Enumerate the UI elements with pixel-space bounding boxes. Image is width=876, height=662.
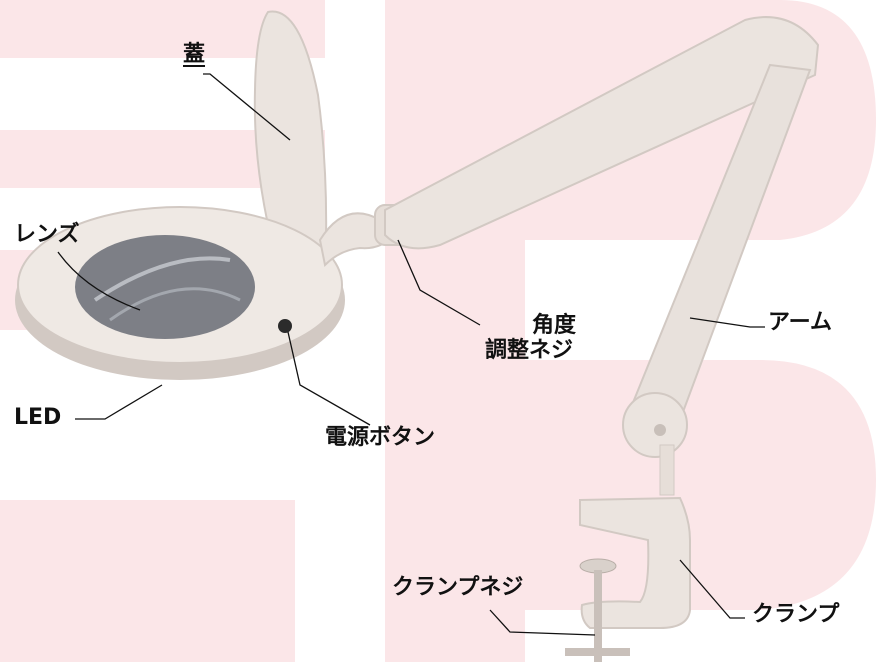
leader-arm [689,317,765,328]
label-lid: 蓋 [183,42,206,67]
power-button-shape [278,319,292,333]
leader-led [75,384,163,420]
label-led: LED [14,405,62,430]
upper-arm [384,16,820,250]
label-arm: アーム [768,310,833,335]
label-clamp-screw: クランプネジ [392,575,524,600]
leader-clamp [679,559,745,619]
label-angle-screw-line2: 調整ネジ [485,338,574,363]
clamp-shape [579,496,691,629]
label-power-button: 電源ボタン [325,425,436,450]
label-clamp: クランプ [752,602,840,627]
leader-angle-screw [397,239,481,326]
lens-shape [75,235,255,339]
label-angle-screw-line1: 角度 [532,313,577,338]
leader-lines [57,73,765,636]
leader-power [287,331,371,426]
label-lens: レンズ [14,222,80,247]
leader-clamp-screw [489,609,596,636]
leader-lens [57,251,141,311]
leader-lid [203,73,291,141]
